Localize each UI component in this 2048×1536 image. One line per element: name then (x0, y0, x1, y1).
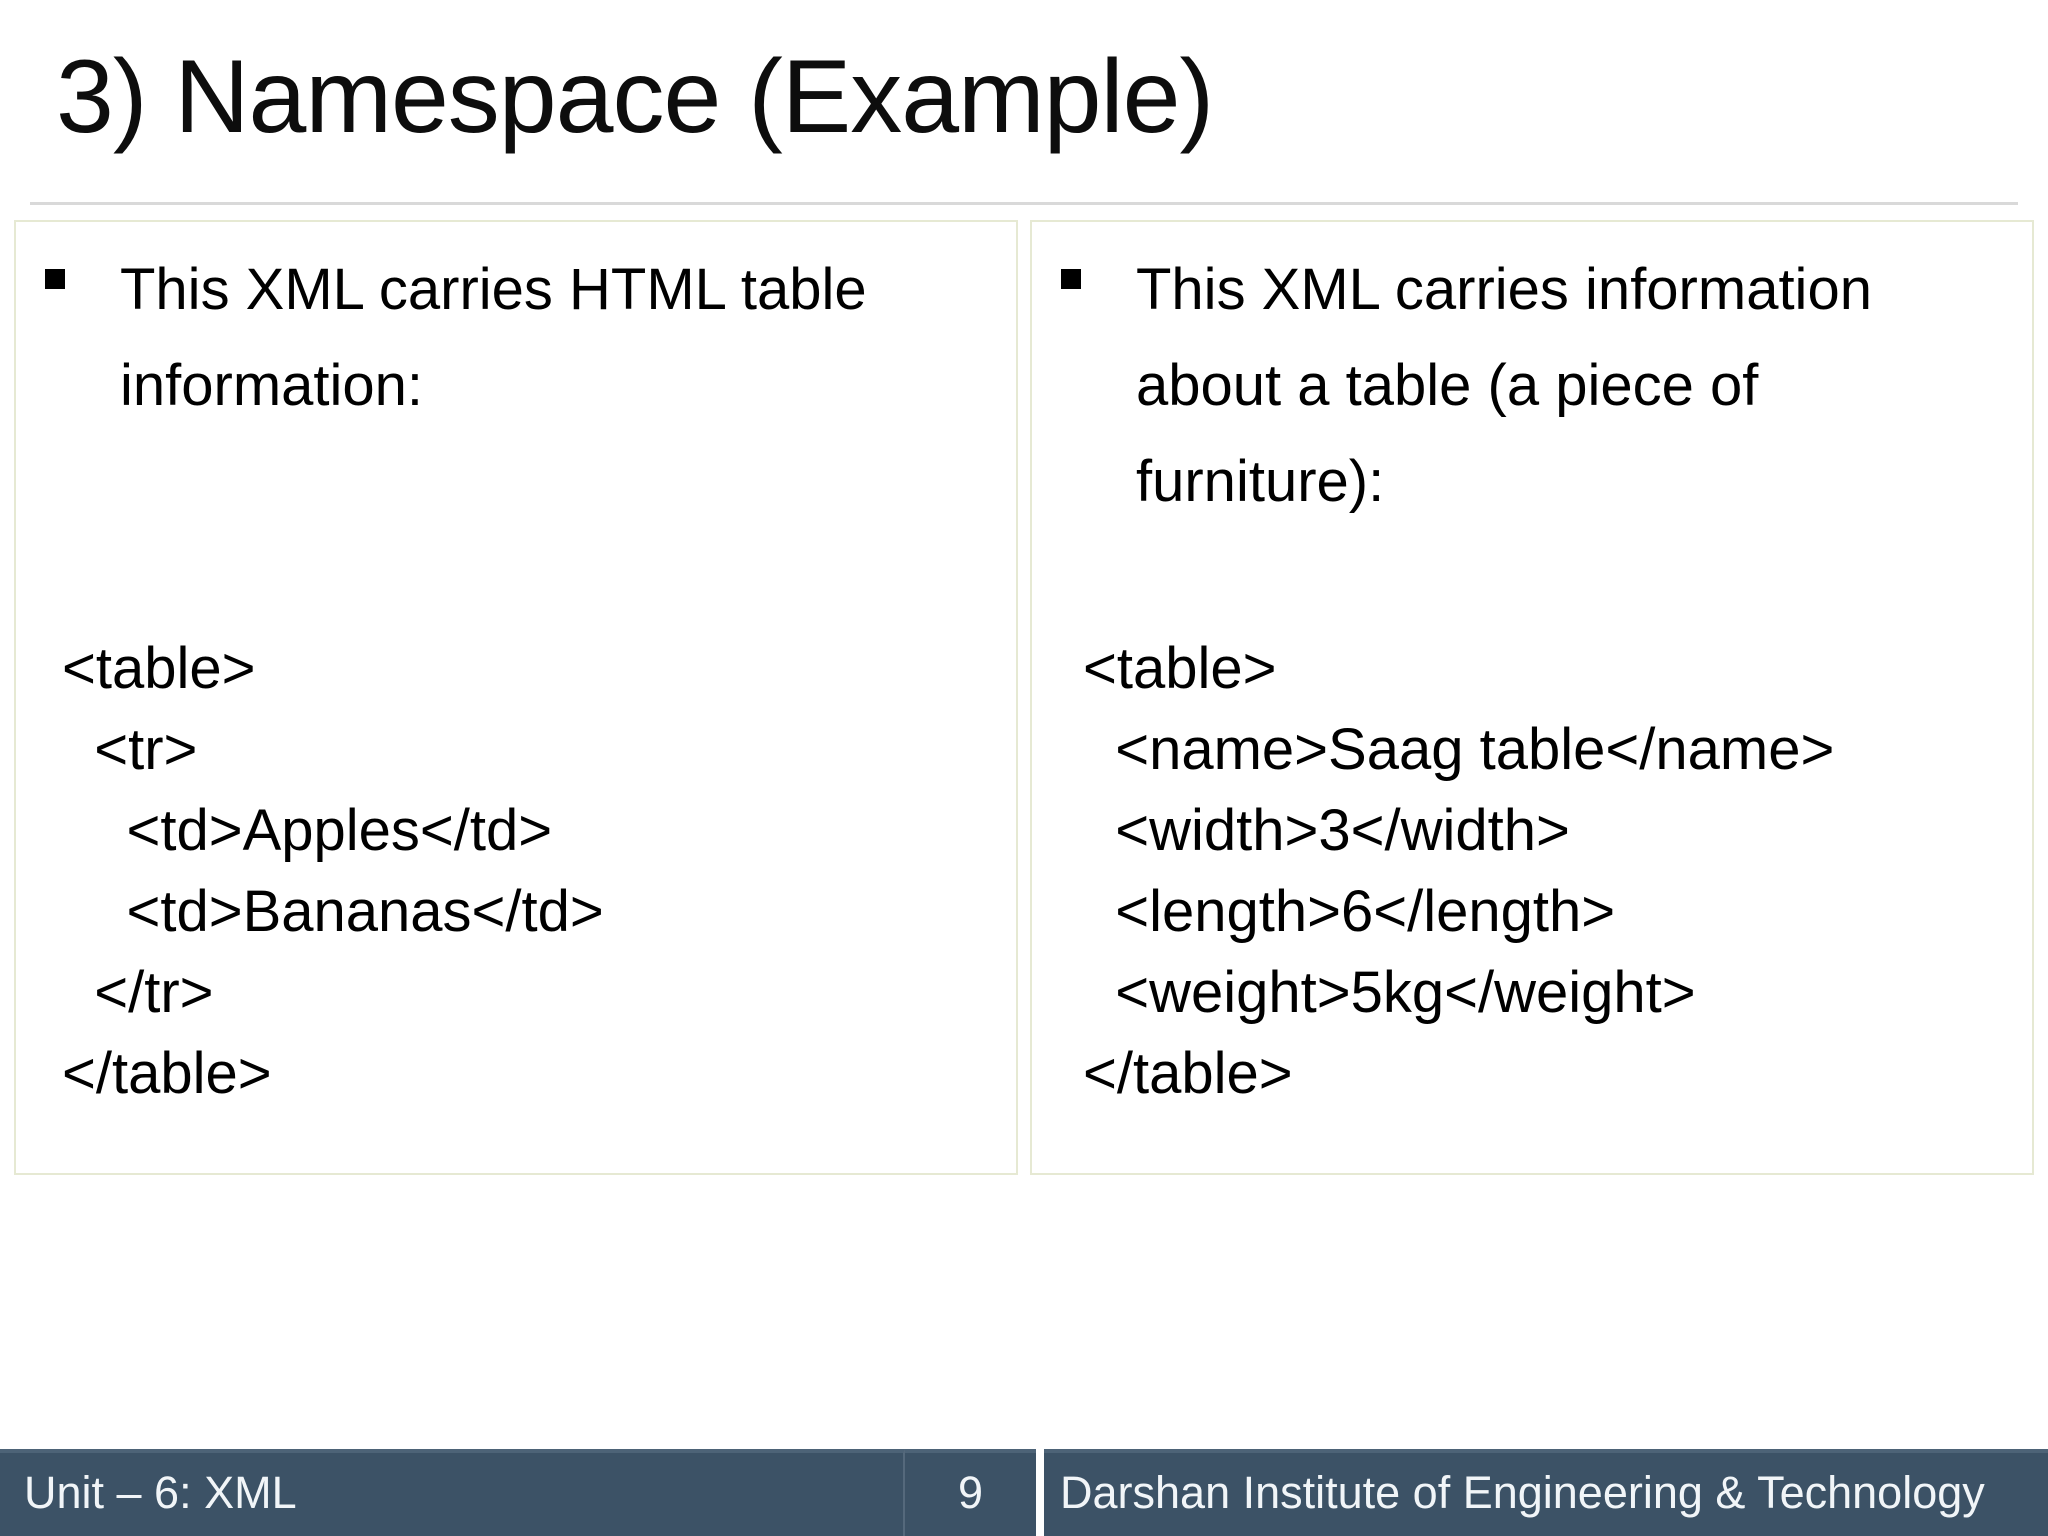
bullet-square-icon (1061, 269, 1081, 289)
bullet-item: This XML carries HTML table information: (45, 242, 986, 434)
bullet-item: This XML carries information about a tab… (1061, 242, 2002, 530)
bullet-square-icon (45, 269, 65, 289)
footer-institute-name: Darshan Institute of Engineering & Techn… (1044, 1449, 2048, 1536)
panel-html-table-example: This XML carries HTML table information:… (14, 220, 1018, 1175)
title-divider (30, 202, 2018, 205)
footer-unit-label: Unit – 6: XML (0, 1449, 905, 1536)
slide-title: 3) Namespace (Example) (56, 39, 1214, 155)
footer-bar: Unit – 6: XML 9 Darshan Institute of Eng… (0, 1449, 2048, 1536)
xml-code-furniture-table: <table> <name>Saag table</name> <width>3… (1083, 636, 1835, 1106)
bullet-text: This XML carries HTML table information: (120, 257, 867, 418)
bullet-text: This XML carries information about a tab… (1136, 257, 1872, 514)
xml-code-html-table: <table> <tr> <td>Apples</td> <td>Bananas… (62, 636, 604, 1106)
footer-page-number: 9 (905, 1449, 1036, 1536)
panel-furniture-table-example: This XML carries information about a tab… (1030, 220, 2034, 1175)
